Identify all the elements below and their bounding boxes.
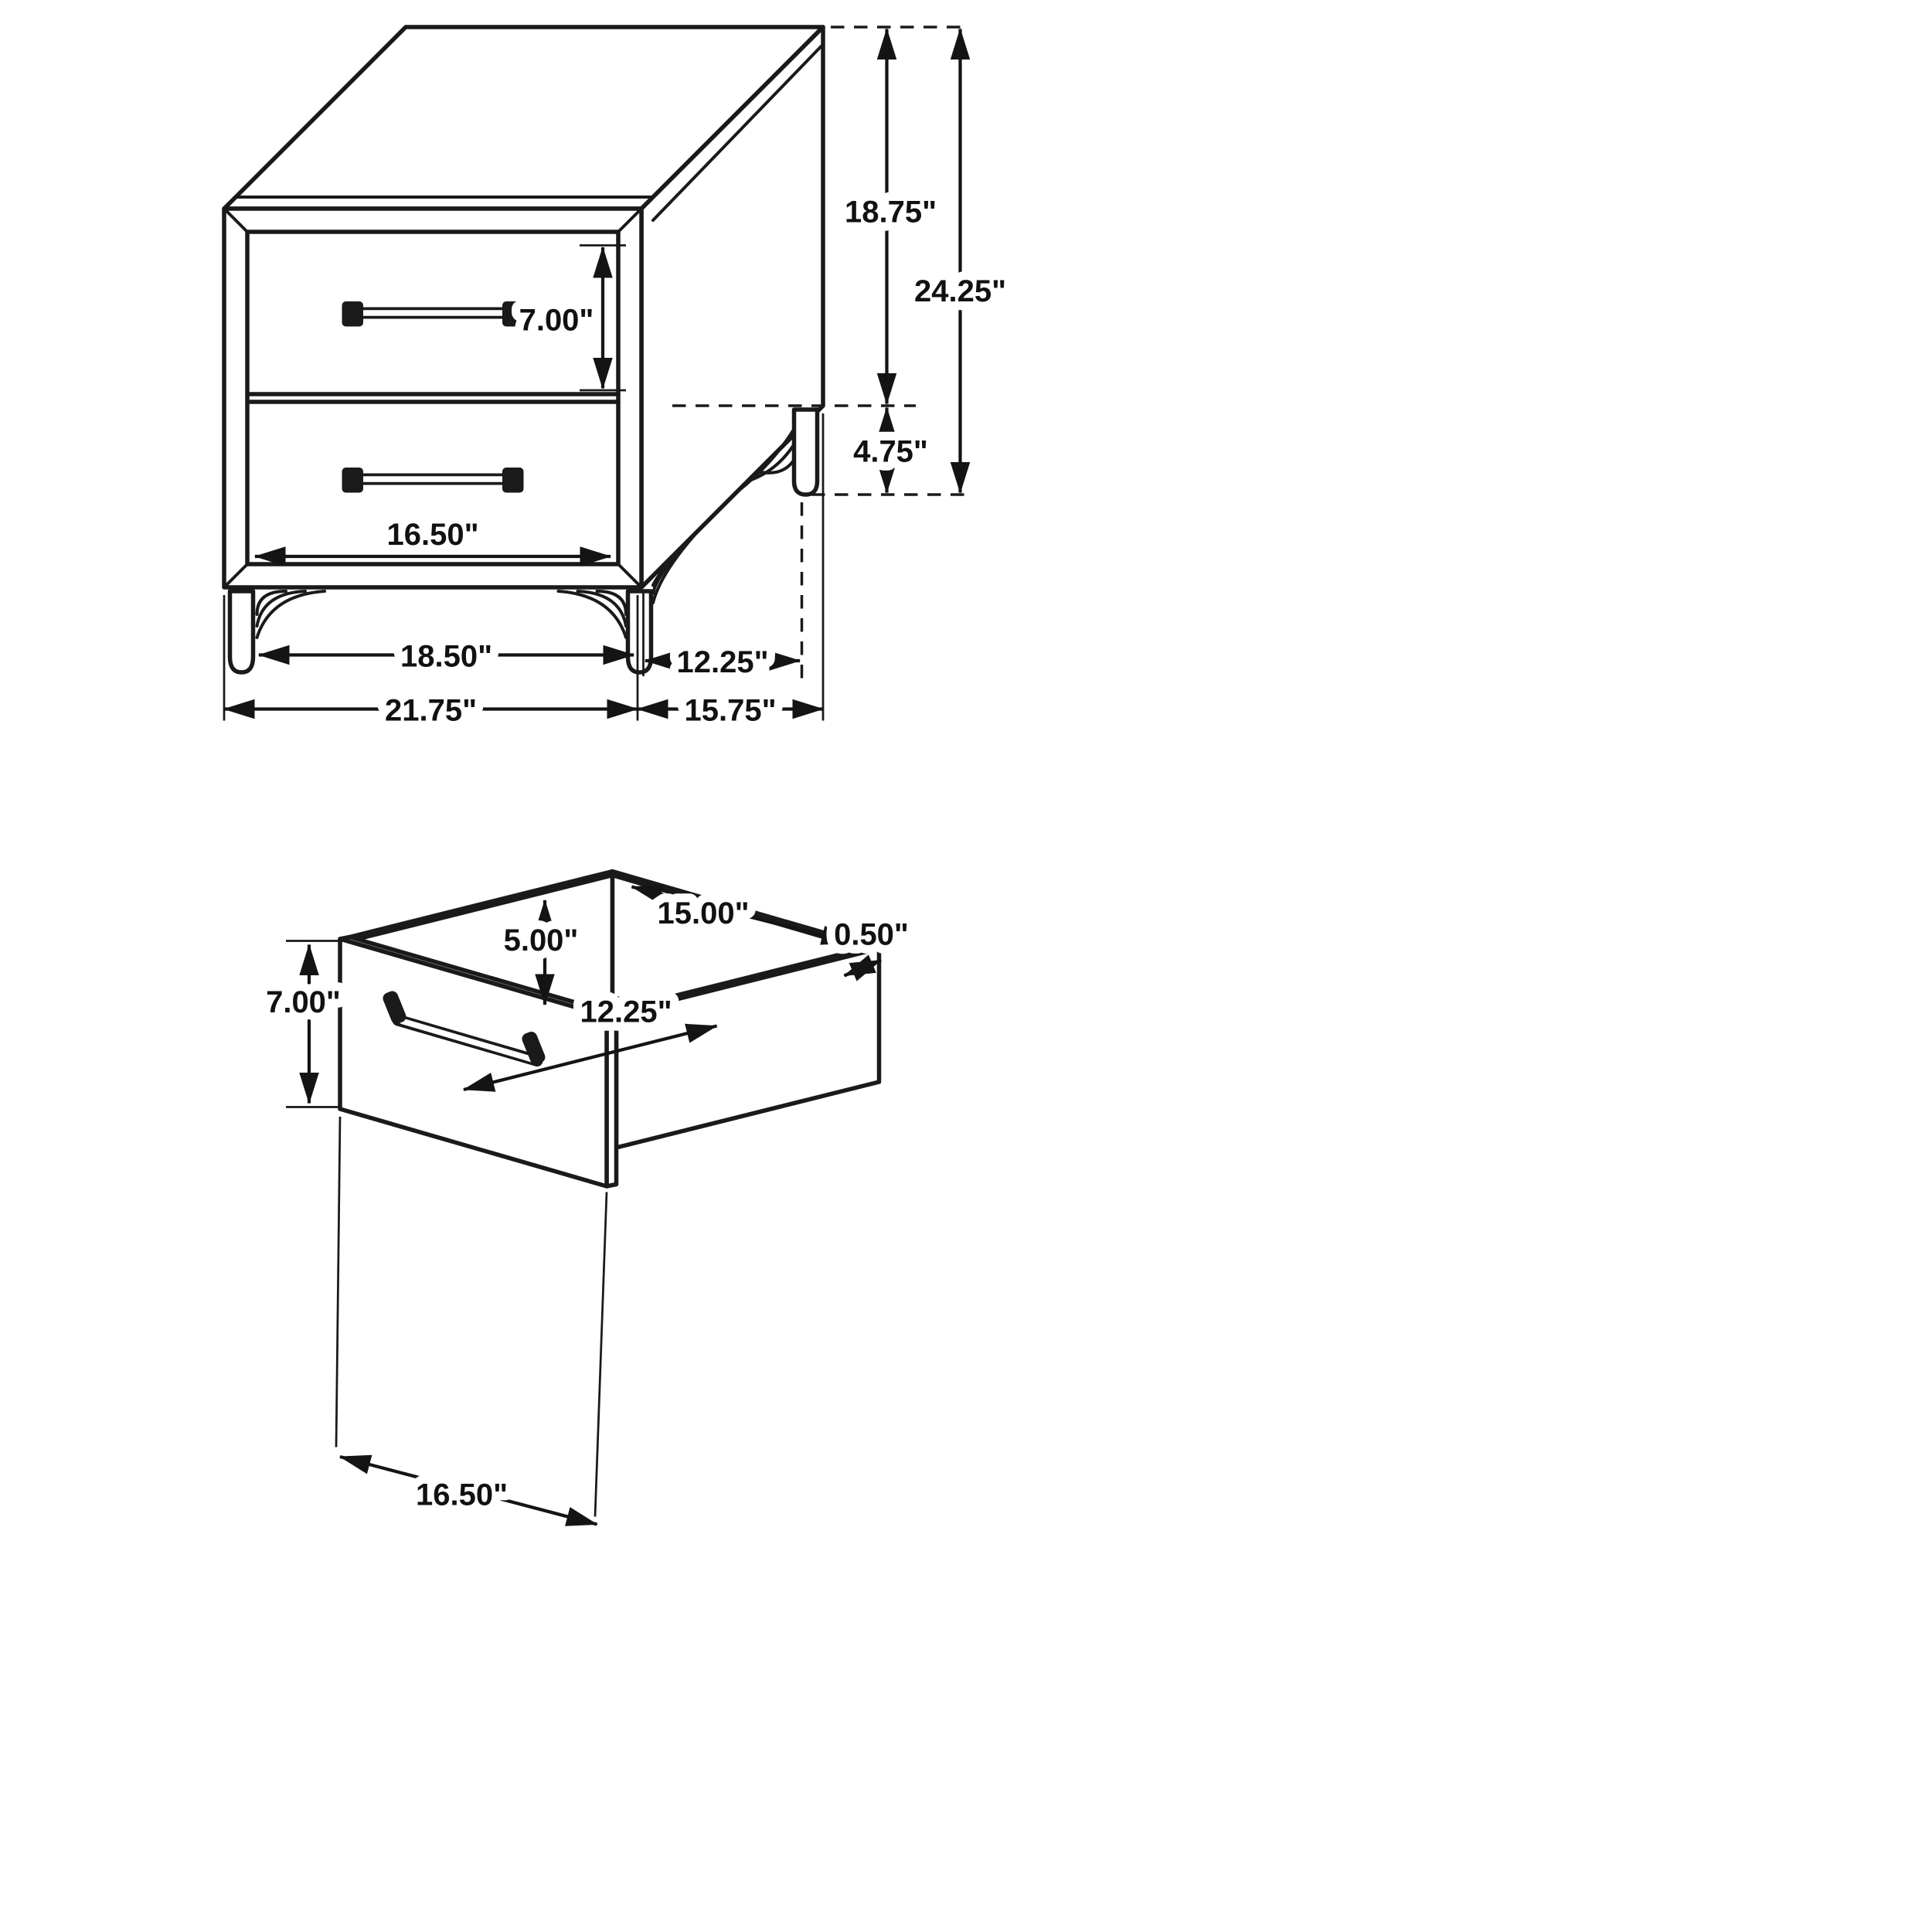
label-drawer-interior-depth: 12.25": [580, 995, 672, 1029]
label-drawer-interior-length: 15.00": [657, 896, 749, 930]
dim-overall-height: 24.25": [906, 28, 1015, 494]
front-left-leg: [227, 589, 256, 675]
dim-drawer-interior-length: 15.00": [631, 884, 853, 945]
label-drawer-interior-height: 5.00": [504, 923, 579, 957]
dim-drawer-front-height: 7.00": [257, 944, 349, 1104]
frame-miter-bl: [223, 563, 249, 589]
handle-end-cap: [502, 301, 524, 327]
frame-miter-br: [617, 563, 643, 589]
label-overall-depth: 15.75": [684, 694, 776, 728]
drawer-figure: 7.00" 5.00" 15.00" 0.50" 12.25" 16.50": [257, 869, 917, 1526]
nightstand-body: [222, 25, 825, 590]
nightstand-leg-brackets: [255, 427, 796, 639]
label-drawer-front-width: 16.50": [386, 518, 478, 552]
right-face-bevel-line: [651, 45, 823, 222]
dim-front-leg-span: 18.50": [257, 631, 635, 682]
handle-end-cap: [342, 468, 363, 493]
dim-side-leg-span: 12.25": [644, 637, 801, 688]
label-leg-height: 4.75": [853, 435, 928, 469]
label-side-leg-span: 12.25": [676, 645, 768, 679]
label-drawer-panel-thickness: 0.50": [834, 918, 909, 952]
back-right-leg: [791, 407, 820, 497]
label-drawer-opening-height: 7.00": [519, 304, 594, 338]
dim-leg-height: 4.75": [845, 406, 937, 494]
label-overall-height: 24.25": [914, 274, 1006, 308]
frame-miter-tl: [223, 207, 249, 233]
label-drawer-front-height: 7.00": [266, 985, 341, 1019]
label-front-leg-span: 18.50": [400, 640, 492, 674]
label-drawer-front-width: 16.50": [416, 1478, 508, 1512]
dim-drawer-front-width: 16.50": [338, 1454, 598, 1526]
dim-case-height: 18.75": [836, 28, 945, 405]
top-drawer-handle: [342, 301, 524, 327]
handle-end-cap: [502, 468, 524, 493]
handle-end-cap: [342, 301, 363, 327]
dim-overall-depth: 15.75": [636, 685, 825, 736]
label-case-height: 18.75": [845, 196, 937, 230]
front-frame-inner: [245, 230, 621, 566]
handle-peg: [383, 991, 406, 1024]
nightstand-figure: 7.00" 18.75" 24.25" 4.75" 16.50" 18.50" …: [222, 25, 1015, 736]
frame-miter-tr: [617, 207, 643, 233]
nightstand-drawer-handles: [342, 301, 524, 493]
label-overall-width: 21.75": [385, 694, 477, 728]
bottom-drawer-handle: [342, 468, 524, 493]
dim-overall-width: 21.75": [223, 685, 639, 736]
